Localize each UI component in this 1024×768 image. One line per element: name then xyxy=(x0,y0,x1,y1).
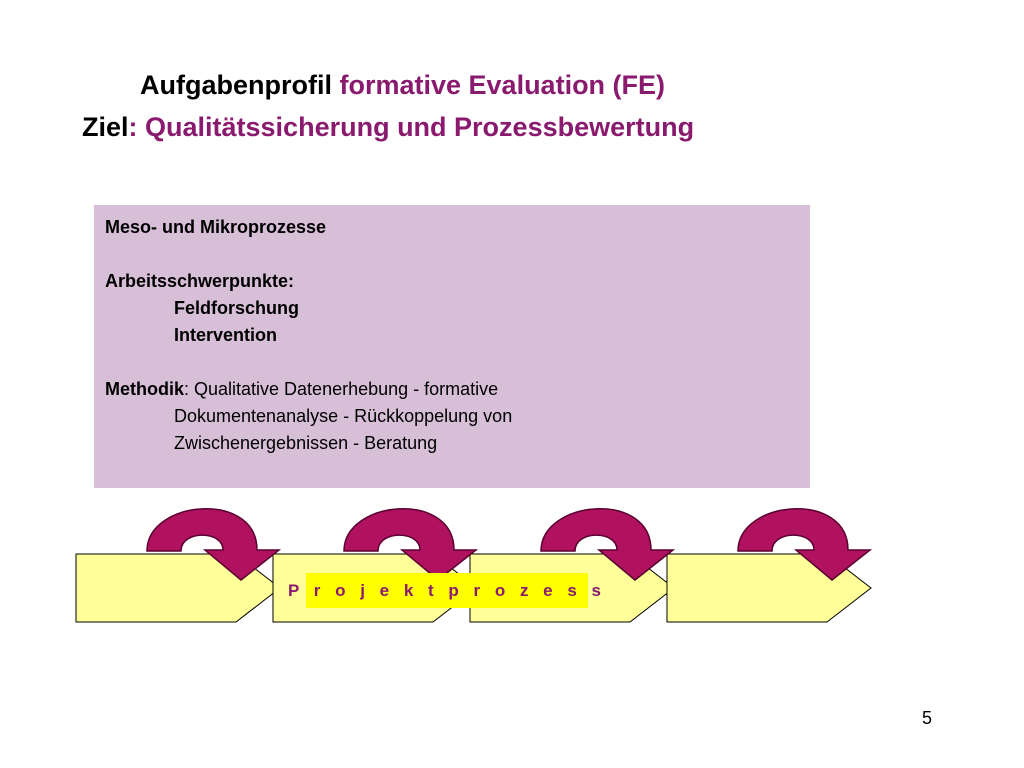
method-line: Methodik: Qualitative Datenerhebung - fo… xyxy=(105,376,810,403)
feedback-arrow-1 xyxy=(146,508,282,581)
method-label: Methodik xyxy=(105,379,184,399)
feedback-arrow-2 xyxy=(343,508,479,581)
method-text-3: Zwischenergebnissen - Beratung xyxy=(174,433,438,453)
method-text-2: Dokumentenanalyse - Rückkoppelung von xyxy=(174,406,513,426)
focus-item-intervention: Intervention xyxy=(174,325,278,345)
process-diagram xyxy=(75,508,873,623)
feedback-arrow-4 xyxy=(737,508,873,581)
title-accent: formative Evaluation (FE) xyxy=(339,70,666,100)
process-label: P r o j e k t p r o z e s s xyxy=(288,573,601,608)
method-text-1: : Qualitative Datenerhebung - formative xyxy=(184,379,499,399)
page-number: 5 xyxy=(922,708,933,728)
info-heading: Meso- und Mikroprozesse xyxy=(105,217,327,237)
focus-label: Arbeitsschwerpunkte: xyxy=(105,271,295,291)
title-prefix: Aufgabenprofil xyxy=(140,70,340,100)
title-line-1: Aufgabenprofil formative Evaluation (FE) xyxy=(0,70,1024,101)
goal-accent: : Qualitätssicherung und Prozessbewertun… xyxy=(128,112,695,142)
focus-item-feldforschung: Feldforschung xyxy=(174,298,299,318)
info-box: Meso- und Mikroprozesse Arbeitsschwerpun… xyxy=(94,205,810,488)
goal-prefix: Ziel xyxy=(82,112,129,142)
feedback-arrows xyxy=(146,508,873,581)
feedback-arrow-3 xyxy=(540,508,676,581)
title-line-2: Ziel: Qualitätssicherung und Prozessbewe… xyxy=(0,112,1024,143)
